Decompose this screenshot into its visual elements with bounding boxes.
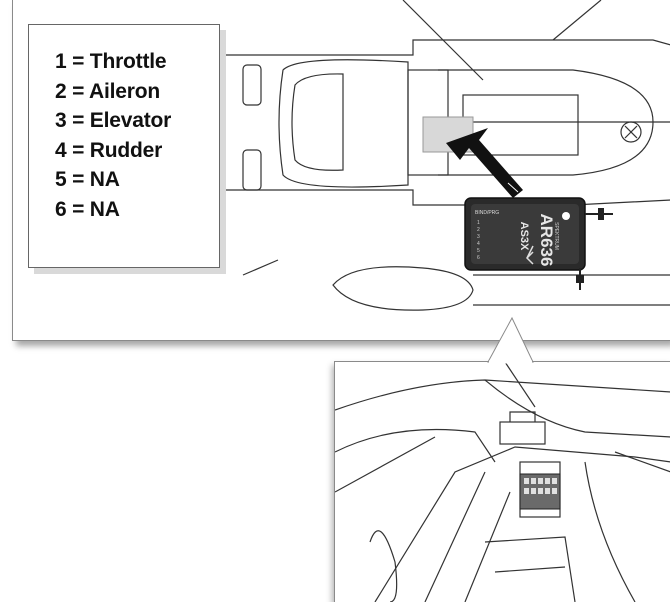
receiver-bay-detail-panel (334, 361, 670, 602)
receiver-tech-label: AS3X (518, 222, 530, 251)
port-label: 2 (477, 227, 480, 233)
bay-frame (374, 446, 670, 602)
wing-edge-line (552, 0, 602, 41)
wing-tip-shape (332, 266, 474, 311)
bind-label: BIND/PRG (475, 210, 499, 216)
port-label: 1 (477, 220, 480, 226)
wing-bolt (620, 121, 642, 143)
receiver-brand-label: SPEKTRUM (553, 222, 559, 250)
port-label: 5 (477, 248, 480, 254)
port-label: 6 (477, 255, 480, 261)
channel-legend: 1 = Throttle 2 = Aileron 3 = Elevator 4 … (28, 24, 220, 268)
receiver-bay-detail-drawing (335, 362, 670, 602)
channel-1-label: 1 = Throttle (55, 50, 167, 73)
fuselage-outline (223, 39, 670, 56)
canopy-latch (499, 421, 546, 445)
receiver-model-label: AR636 (537, 214, 556, 267)
receiver-unit: BIND/PRG AR636 AS3X SPEKTRUM 1 2 3 4 5 6 (464, 197, 613, 290)
airframe-top-view-drawing: BIND/PRG AR636 AS3X SPEKTRUM 1 2 3 4 5 6 (212, 0, 670, 311)
channel-4-label: 4 = Rudder (55, 138, 163, 162)
port-label: 3 (477, 234, 480, 240)
channel-2-label: 2 = Aileron (55, 79, 160, 103)
channel-3-label: 3 = Elevator (55, 109, 172, 132)
channel-5-label: 5 = NA (55, 168, 120, 191)
wing-root-curve (369, 530, 398, 602)
port-label: 4 (477, 241, 480, 247)
insertion-arrow (446, 128, 523, 198)
fuselage-top-edge (335, 379, 670, 411)
nose-cowl-outline (278, 59, 409, 188)
channel-6-label: 6 = NA (55, 197, 120, 221)
